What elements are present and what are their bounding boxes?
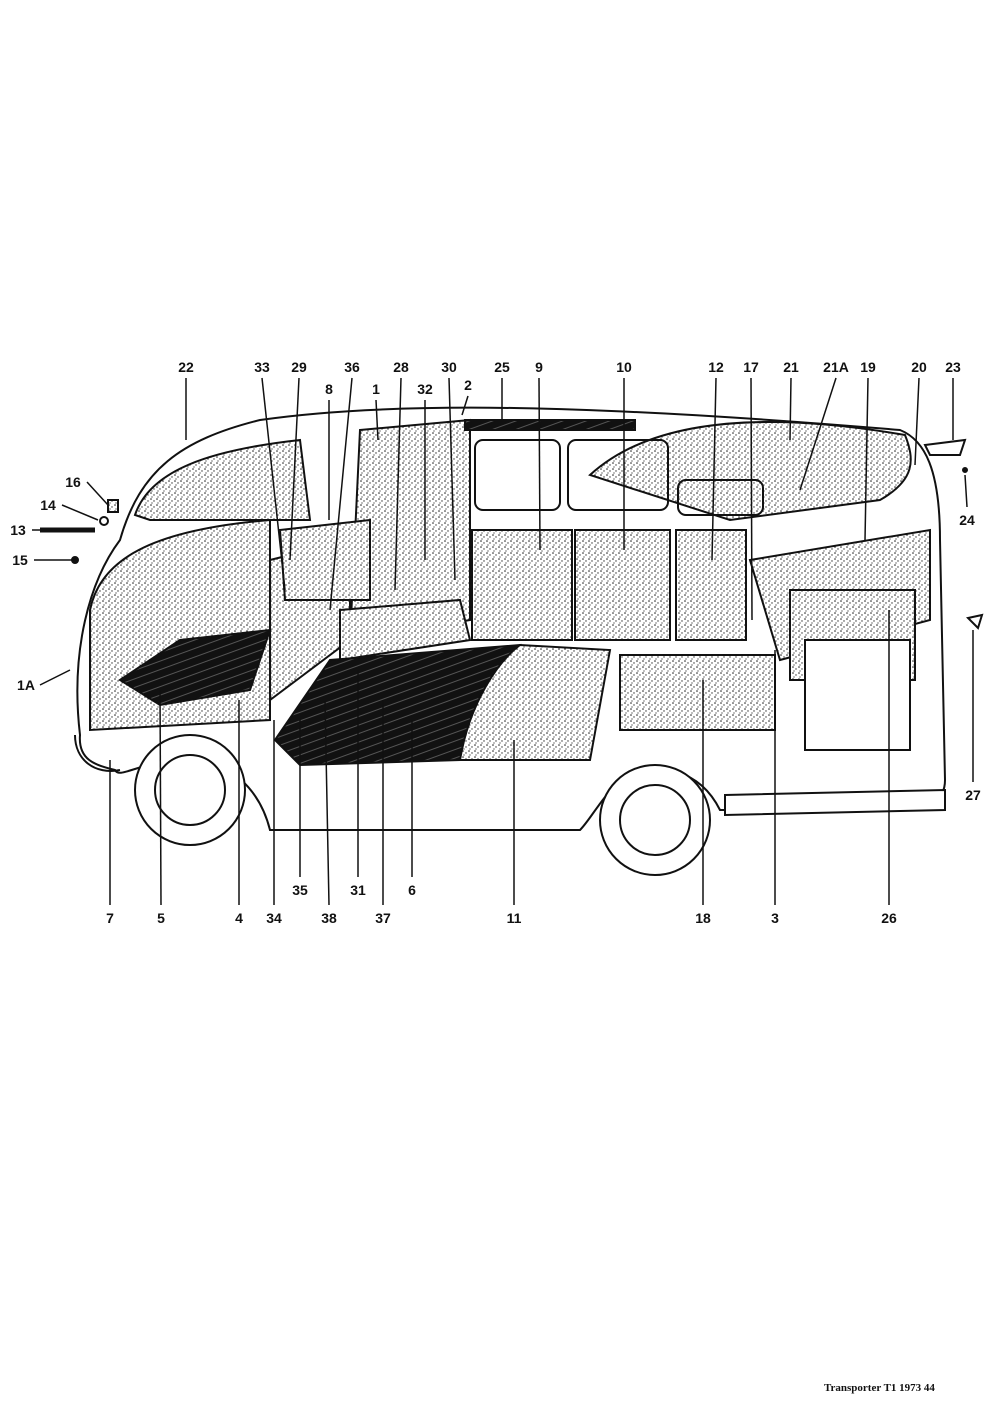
callout-label-17: 17 bbox=[743, 359, 759, 375]
leader-line-2 bbox=[461, 395, 469, 416]
callout-label-11: 11 bbox=[507, 910, 522, 926]
callout-label-2: 2 bbox=[464, 377, 472, 393]
callout-label-9: 9 bbox=[535, 359, 543, 375]
leader-line-12 bbox=[711, 377, 717, 561]
leader-line-20 bbox=[914, 377, 920, 466]
callout-label-3: 3 bbox=[771, 910, 779, 926]
leader-line-17 bbox=[750, 377, 753, 621]
leader-line-1 bbox=[375, 399, 379, 441]
leader-line-30 bbox=[448, 377, 456, 581]
callout-label-30: 30 bbox=[441, 359, 457, 375]
leader-line-29 bbox=[289, 377, 300, 561]
callout-label-10: 10 bbox=[616, 359, 632, 375]
leader-line-33 bbox=[261, 377, 286, 591]
callout-label-33: 33 bbox=[254, 359, 270, 375]
callout-label-6: 6 bbox=[408, 882, 416, 898]
callout-label-14: 14 bbox=[40, 497, 56, 513]
callout-label-7: 7 bbox=[106, 910, 114, 926]
callout-label-29: 29 bbox=[291, 359, 307, 375]
callout-label-26: 26 bbox=[881, 910, 897, 926]
callout-label-16: 16 bbox=[65, 474, 81, 490]
callout-label-1: 1 bbox=[372, 381, 380, 397]
callout-label-15: 15 bbox=[12, 552, 28, 568]
leader-line-24 bbox=[964, 474, 968, 508]
footer-caption: Transporter T1 1973 44 bbox=[824, 1382, 935, 1394]
leader-line-28 bbox=[394, 377, 402, 591]
callout-label-31: 31 bbox=[350, 882, 366, 898]
callout-label-18: 18 bbox=[695, 910, 711, 926]
callout-label-1A: 1A bbox=[17, 677, 35, 693]
callout-label-8: 8 bbox=[325, 381, 333, 397]
callout-label-23: 23 bbox=[945, 359, 961, 375]
callout-label-13: 13 bbox=[10, 522, 26, 538]
callout-label-28: 28 bbox=[393, 359, 409, 375]
leader-line-19 bbox=[864, 377, 869, 541]
callout-label-20: 20 bbox=[911, 359, 927, 375]
leader-line-21A bbox=[799, 377, 837, 491]
callout-label-12: 12 bbox=[708, 359, 724, 375]
callout-label-27: 27 bbox=[965, 787, 981, 803]
van-drawing bbox=[40, 406, 984, 876]
callout-label-36: 36 bbox=[344, 359, 360, 375]
callout-label-22: 22 bbox=[178, 359, 194, 375]
publisher-logo bbox=[940, 1368, 968, 1392]
callout-label-34: 34 bbox=[266, 910, 282, 926]
leader-line-9 bbox=[538, 377, 541, 551]
leader-line-38 bbox=[324, 699, 330, 906]
leader-line-14 bbox=[61, 504, 99, 521]
leader-lines bbox=[32, 377, 974, 906]
callout-label-24: 24 bbox=[959, 512, 975, 528]
leader-line-36 bbox=[329, 377, 353, 611]
leader-line-1A bbox=[39, 669, 71, 686]
callout-label-4: 4 bbox=[235, 910, 243, 926]
leader-line-16 bbox=[86, 481, 109, 506]
callout-label-19: 19 bbox=[860, 359, 876, 375]
callout-label-38: 38 bbox=[321, 910, 337, 926]
callout-label-21: 21 bbox=[783, 359, 799, 375]
leader-line-5 bbox=[159, 689, 162, 906]
leader-line-21 bbox=[789, 377, 792, 441]
callout-label-32: 32 bbox=[417, 381, 433, 397]
callout-label-35: 35 bbox=[292, 882, 308, 898]
callout-label-21A: 21A bbox=[823, 359, 849, 375]
callout-label-25: 25 bbox=[494, 359, 510, 375]
callout-label-5: 5 bbox=[157, 910, 165, 926]
callout-label-37: 37 bbox=[375, 910, 391, 926]
